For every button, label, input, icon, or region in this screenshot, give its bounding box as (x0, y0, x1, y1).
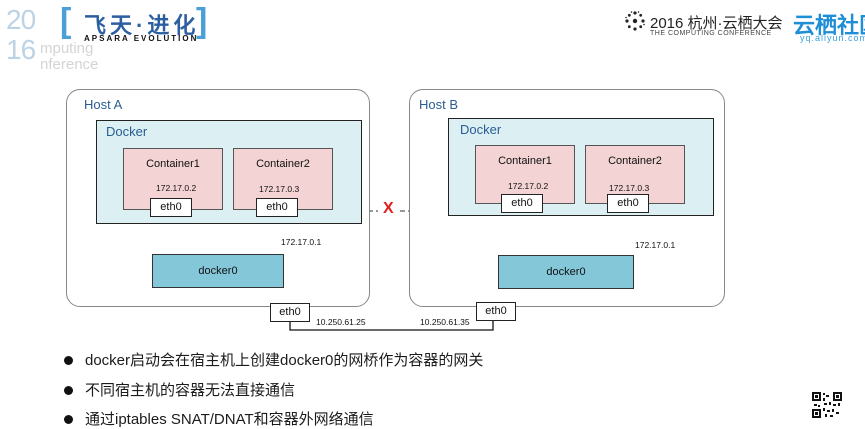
host-b-container2-name: Container2 (608, 155, 662, 167)
host-b-container1-name: Container1 (498, 155, 552, 167)
event-year-top: 20 (6, 4, 36, 35)
host-b-docker0-bridge[interactable]: docker0 (498, 255, 634, 289)
bullet-dot (64, 385, 73, 395)
host-b-bridge-ip: 172.17.0.1 (635, 240, 676, 250)
conference-logo-icon (625, 11, 645, 31)
bullet-text-3: 通过iptables SNAT/DNAT和容器外网络通信 (85, 411, 374, 428)
host-a-docker0-bridge[interactable]: docker0 (152, 254, 284, 288)
bullet-item-1: docker启动会在宿主机上创建docker0的网桥作为容器的网关 (64, 349, 483, 370)
blocked-x-icon: X (383, 200, 394, 217)
computing-watermark: mputing (40, 40, 94, 57)
host-b-container2-eth[interactable]: eth0 (607, 194, 649, 213)
event-year-bottom: 16 (6, 34, 36, 65)
event-cn-title: 飞天·进化 (84, 13, 200, 38)
host-a-container2-eth[interactable]: eth0 (256, 198, 298, 217)
bullet-dot (64, 414, 73, 424)
bracket-right: ] (196, 2, 208, 40)
host-a-docker-label: Docker (106, 124, 148, 139)
bullet-text-1: docker启动会在宿主机上创建docker0的网桥作为容器的网关 (85, 352, 484, 369)
host-b-container1-ip: 172.17.0.2 (508, 181, 549, 191)
bracket-left: [ (60, 2, 72, 40)
host-b-host-ip: 10.250.61.35 (420, 317, 470, 327)
host-a-label: Host A (84, 97, 123, 112)
yq-community-title: 云栖社区 (793, 13, 865, 38)
bullet-item-2: 不同宿主机的容器无法直接通信 (64, 379, 295, 400)
host-b-label: Host B (419, 97, 459, 112)
bullet-dot (64, 355, 73, 365)
host-a-container2-name: Container2 (256, 158, 310, 170)
host-a-container2-ip: 172.17.0.3 (259, 184, 300, 194)
conference-watermark: nference (40, 56, 99, 73)
apsara-tagline: APSARA EVOLUTION (84, 34, 199, 43)
host-a-container1-ip: 172.17.0.2 (156, 183, 197, 193)
host-b-host-eth[interactable]: eth0 (476, 302, 516, 321)
host-b-container1-eth[interactable]: eth0 (501, 194, 543, 213)
host-a-container1-name: Container1 (146, 158, 200, 170)
yq-community-url: yq.aliyun.com (800, 33, 865, 43)
bullet-item-3: 通过iptables SNAT/DNAT和容器外网络通信 (64, 408, 374, 429)
host-a-host-ip: 10.250.61.25 (316, 317, 366, 327)
bullet-text-2: 不同宿主机的容器无法直接通信 (85, 382, 296, 399)
qr-code-icon (812, 392, 842, 418)
host-a-host-eth[interactable]: eth0 (270, 303, 310, 322)
conference-name: 2016 杭州·云栖大会 (650, 15, 783, 32)
host-a-bridge-ip: 172.17.0.1 (281, 237, 322, 247)
host-a-container1-eth[interactable]: eth0 (150, 198, 192, 217)
host-b-docker-label: Docker (460, 122, 502, 137)
conference-en-name: THE COMPUTING CONFERENCE (650, 30, 772, 37)
host-b-container2-ip: 172.17.0.3 (609, 183, 650, 193)
